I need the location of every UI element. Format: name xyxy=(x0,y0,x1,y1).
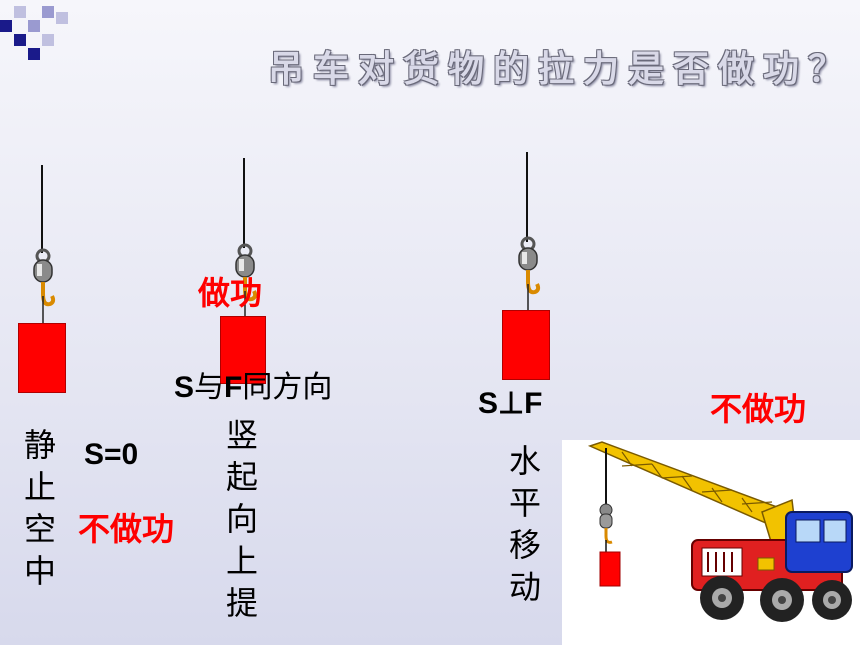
label-char: 提 xyxy=(225,584,258,622)
cargo-box xyxy=(220,316,266,384)
vector-s: S xyxy=(174,371,195,404)
hook-icon xyxy=(235,243,258,319)
condition-direction: 同方向 xyxy=(242,370,333,405)
label-char: 静 xyxy=(23,426,56,464)
label-char: 动 xyxy=(508,568,541,606)
rope xyxy=(243,158,245,248)
label-char: 起 xyxy=(225,458,258,496)
corner-square xyxy=(56,12,68,24)
label-char: 平 xyxy=(508,484,541,522)
corner-square xyxy=(0,20,12,32)
label-char: 移 xyxy=(508,526,541,564)
verdict-label: 不做功 xyxy=(710,390,807,428)
vertical-label: 水 平 移 动 xyxy=(505,440,545,608)
cargo-box xyxy=(18,323,66,393)
condition-label: S=0 xyxy=(84,438,139,471)
corner-square xyxy=(42,6,54,18)
rope xyxy=(41,165,43,253)
vector-f: F xyxy=(224,371,243,404)
corner-square xyxy=(28,20,40,32)
corner-square xyxy=(14,34,26,46)
vertical-label: 静 止 空 中 xyxy=(20,424,60,592)
corner-square xyxy=(42,34,54,46)
verdict-label: 做功 xyxy=(198,274,263,312)
hook-icon xyxy=(518,236,541,312)
cargo-box xyxy=(502,310,550,380)
corner-square xyxy=(28,48,40,60)
label-char: 竖 xyxy=(225,416,258,454)
condition-connector: 与 xyxy=(194,370,225,405)
label-char: 水 xyxy=(508,442,541,480)
corner-square xyxy=(14,6,26,18)
label-char: 空 xyxy=(23,510,56,548)
condition-label: S⊥F xyxy=(478,387,543,420)
vertical-label: 竖 起 向 上 提 xyxy=(222,414,262,624)
crane-truck-icon xyxy=(587,441,853,622)
slide-title: 吊车对货物的拉力是否做功？ xyxy=(268,49,854,90)
condition-label: S与F同方向 xyxy=(174,362,332,406)
hook-icon xyxy=(33,248,56,324)
rope xyxy=(526,152,528,242)
label-char: 中 xyxy=(23,552,56,590)
verdict-label: 不做功 xyxy=(78,510,175,548)
label-char: 止 xyxy=(23,468,56,506)
label-char: 上 xyxy=(225,542,258,580)
label-char: 向 xyxy=(225,500,258,538)
